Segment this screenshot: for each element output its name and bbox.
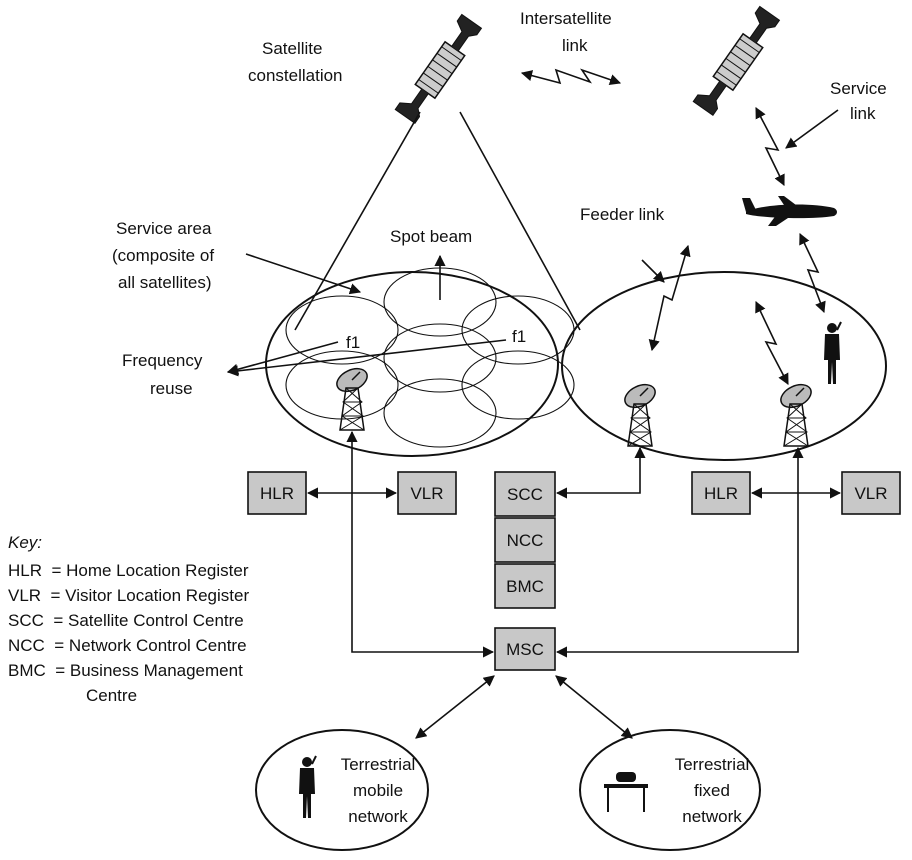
- frequency-reuse-arrow: [226, 339, 507, 377]
- telephone-icon: [604, 772, 648, 812]
- msc-right-dish-link: [555, 446, 804, 658]
- key-ncc: NCC = Network Control Centre: [8, 636, 247, 655]
- service-area-arrow: [245, 253, 362, 295]
- hlr-right-label: HLR: [704, 484, 738, 503]
- spot-beam-circle: [383, 378, 497, 448]
- frequency-reuse-arrow: [226, 341, 339, 375]
- msc-label: MSC: [506, 640, 544, 659]
- fixed-network-label: fixed: [694, 781, 730, 800]
- airplane-icon: [742, 196, 837, 226]
- key-bmc: BMC = Business Management: [8, 661, 243, 680]
- service-area-right: [561, 271, 887, 461]
- key-hlr: HLR = Home Location Register: [8, 561, 249, 580]
- feeder-link-label: Feeder link: [580, 205, 665, 224]
- bmc-box: [494, 563, 556, 609]
- intersatellite-link: [520, 68, 622, 86]
- dish-antenna-icon: [620, 379, 660, 447]
- mobile-network-label: network: [348, 807, 408, 826]
- hlr-left-box: [247, 471, 307, 515]
- key-title: Key:: [8, 533, 42, 552]
- satellite-icon: [692, 5, 782, 118]
- frequency-reuse-label: Frequency: [122, 351, 203, 370]
- terrestrial-fixed-network: [579, 729, 761, 851]
- service-link-zigzag: [799, 232, 826, 314]
- scc-box: [494, 471, 556, 517]
- service-link-zigzag: [755, 300, 789, 385]
- fixed-network-label: Terrestrial: [675, 755, 750, 774]
- key-bmc-cont: Centre: [86, 686, 137, 705]
- hlr-left-label: HLR: [260, 484, 294, 503]
- spot-beam-label: Spot beam: [390, 227, 472, 246]
- vlr-left-label: VLR: [410, 484, 443, 503]
- bmc-label: BMC: [506, 577, 544, 596]
- service-area-label: Service area: [116, 219, 212, 238]
- service-link-label: link: [850, 104, 876, 123]
- msc-fixed-link: [555, 675, 633, 739]
- frequency-reuse-label: reuse: [150, 379, 193, 398]
- vlr-right-box: [841, 471, 901, 515]
- person-icon: [298, 755, 317, 819]
- spot-beam-circle: [383, 323, 497, 393]
- satellite-constellation-label: constellation: [248, 66, 343, 85]
- terrestrial-mobile-network: [255, 729, 429, 851]
- intersatellite-link-label: Intersatellite: [520, 9, 612, 28]
- spot-beam-circle: [461, 350, 575, 420]
- vlr-right-label: VLR: [854, 484, 887, 503]
- intersatellite-link-label: link: [562, 36, 588, 55]
- mobile-network-label: mobile: [353, 781, 403, 800]
- person-icon: [823, 321, 842, 385]
- key-scc: SCC = Satellite Control Centre: [8, 611, 244, 630]
- satellite-constellation-label: Satellite: [262, 39, 322, 58]
- scc-label: SCC: [507, 485, 543, 504]
- spot-beam-circle: [285, 295, 399, 365]
- coverage-line-right: [459, 111, 581, 331]
- feeder-link-zigzag: [648, 244, 691, 352]
- key-vlr: VLR = Visitor Location Register: [8, 586, 249, 605]
- service-link-arrow: [785, 109, 839, 149]
- dish-antenna-icon: [332, 363, 372, 431]
- f1-label-right: f1: [512, 327, 526, 346]
- msc-left-dish-link: [346, 430, 495, 658]
- service-link-label: Service: [830, 79, 887, 98]
- scc-dish-link: [555, 446, 646, 499]
- dish-antenna-icon: [776, 379, 816, 447]
- f1-label-left: f1: [346, 333, 360, 352]
- ncc-box: [494, 517, 556, 563]
- service-area-label: (composite of: [112, 246, 214, 265]
- feeder-link-arrow: [641, 259, 665, 283]
- msc-mobile-link: [415, 675, 495, 739]
- service-area-label: all satellites): [118, 273, 212, 292]
- ncc-label: NCC: [507, 531, 544, 550]
- service-link-zigzag: [755, 107, 785, 187]
- fixed-network-label: network: [682, 807, 742, 826]
- satellite-icon: [394, 13, 484, 126]
- msc-box: [494, 627, 556, 671]
- mobile-network-label: Terrestrial: [341, 755, 416, 774]
